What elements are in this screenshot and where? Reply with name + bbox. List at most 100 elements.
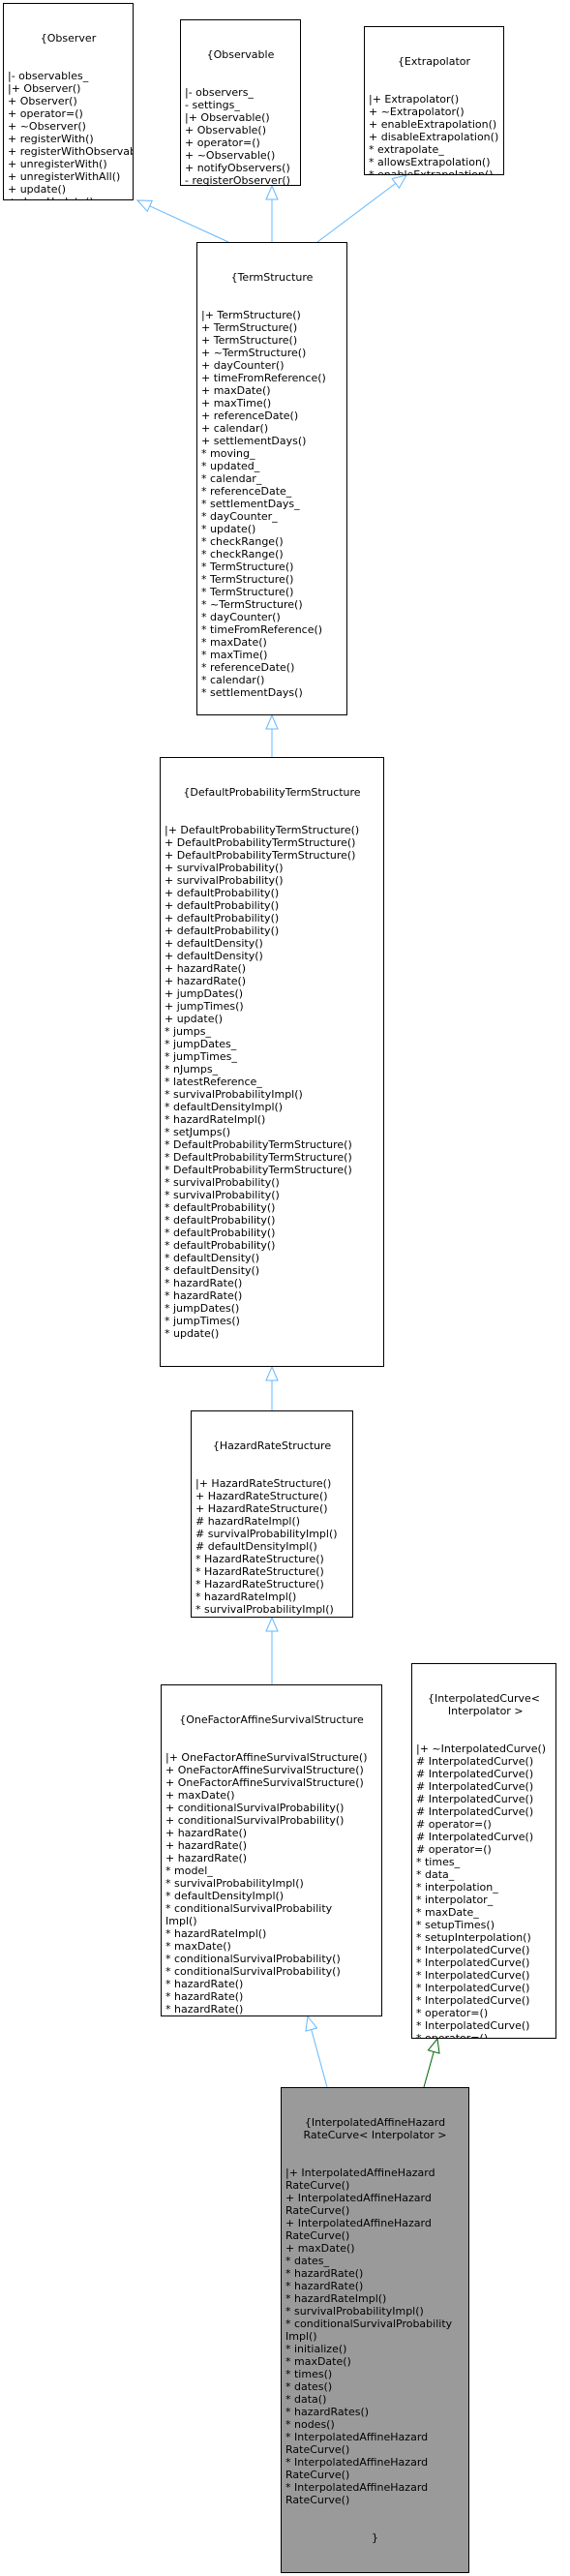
member-line: # InterpolatedCurve()	[416, 1780, 534, 1793]
node-members: |- observers_- settings_|+ Observable()+…	[185, 86, 296, 186]
member-line: * calendar_	[201, 472, 262, 485]
node-members: |+ DefaultProbabilityTermStructure()+ De…	[165, 824, 379, 1352]
member-line: + hazardRate()	[165, 962, 247, 975]
node-title: {Extrapolator	[397, 55, 471, 68]
node-interpolatedcurve[interactable]: {InterpolatedCurve< Interpolator > |+ ~I…	[411, 1663, 556, 2039]
member-line: * InterpolatedCurve()	[416, 1994, 530, 2007]
member-line: + maxDate()	[165, 1789, 235, 1802]
member-line: + DefaultProbabilityTermStructure()	[165, 836, 356, 849]
member-line: * InterpolatedCurve()	[416, 1944, 530, 1956]
node-title: {TermStructure	[230, 271, 314, 284]
member-line: * data()	[285, 2393, 327, 2406]
member-line: + ~Observer()	[8, 120, 86, 133]
member-line: * TermStructure()	[201, 573, 294, 586]
inheritance-arrowhead	[135, 199, 153, 213]
member-line: * DefaultProbabilityTermStructure()	[165, 1164, 352, 1176]
member-line: RateCurve()	[285, 2443, 350, 2456]
member-line: + deepUpdate()	[8, 196, 129, 199]
member-line: + maxDate()	[285, 2242, 355, 2255]
inheritance-arrowhead	[305, 2015, 318, 2032]
node-observer[interactable]: {Observer |- observables_|+ Observer()+ …	[3, 3, 134, 200]
member-line: * initialize()	[285, 2343, 347, 2355]
member-line: * checkRange()	[201, 535, 284, 548]
inheritance-arrowhead	[391, 174, 408, 190]
member-line: # InterpolatedCurve()	[416, 1805, 534, 1818]
member-line: |- observables_	[8, 70, 89, 82]
member-line: + hazardRate()	[165, 975, 247, 987]
member-line: # InterpolatedCurve()	[416, 1793, 534, 1805]
member-line: + jumpTimes()	[165, 1000, 244, 1013]
member-line: * TermStructure()	[201, 561, 294, 573]
member-line: + defaultDensity()	[165, 937, 263, 950]
member-line: + defaultProbability()	[165, 887, 280, 899]
member-line: + DefaultProbabilityTermStructure()	[165, 849, 356, 862]
node-members: |+ OneFactorAffineSurvivalStructure()+ O…	[165, 1751, 377, 2016]
member-line: * update()	[165, 1327, 220, 1340]
inheritance-arrowhead	[265, 184, 279, 200]
node-interpolatedaffinehazardratecurve[interactable]: {InterpolatedAffineHazard RateCurve< Int…	[281, 2087, 469, 2573]
member-line: |+ Observable()	[185, 111, 270, 124]
member-line: + disableExtrapolation()	[369, 131, 499, 143]
member-line	[165, 2015, 377, 2016]
member-line: * settlementDays()	[201, 686, 303, 699]
member-line: + jumpDates()	[165, 987, 244, 1000]
member-line: + unregisterWith()	[8, 158, 107, 170]
member-line: * interpolation_	[416, 1881, 498, 1894]
member-line: * DefaultProbabilityTermStructure()	[165, 1151, 352, 1164]
node-defaultprobabilitytermstructure[interactable]: {DefaultProbabilityTermStructure |+ Defa…	[160, 757, 384, 1367]
member-line: # operator=()	[416, 1843, 492, 1856]
member-line: * operator=()	[416, 2032, 489, 2039]
member-line: + survivalProbability()	[165, 862, 284, 874]
node-title: {InterpolatedCurve< Interpolator >	[427, 1692, 541, 1717]
member-line: + registerWithObservables()	[8, 145, 133, 158]
node-extrapolator[interactable]: {Extrapolator |+ Extrapolator()+ ~Extrap…	[364, 26, 504, 175]
member-line: + operator=()	[8, 107, 83, 120]
node-observable[interactable]: {Observable |- observers_- settings_|+ O…	[180, 19, 301, 186]
member-line: + ~TermStructure()	[201, 347, 307, 359]
member-line: * times_	[416, 1856, 461, 1868]
member-line: + dayCounter()	[201, 359, 285, 372]
member-line: * jumps_	[165, 1025, 211, 1038]
member-line: * conditionalSurvivalProbability	[285, 2318, 453, 2330]
member-line: * operator=()	[416, 2007, 489, 2019]
node-title: {Observable	[206, 48, 275, 61]
member-line: * maxDate_	[416, 1906, 479, 1919]
member-line: * setupTimes()	[416, 1919, 495, 1931]
member-line: + OneFactorAffineSurvivalStructure()	[165, 1764, 364, 1776]
member-line: # defaultDensityImpl()	[195, 1540, 317, 1553]
member-line: - registerObserver()	[185, 174, 290, 186]
member-line: * InterpolatedAffineHazard	[285, 2481, 429, 2494]
member-line: * hazardRate()	[165, 1990, 244, 2003]
member-line: * InterpolatedCurve()	[416, 1969, 530, 1982]
member-line: * referenceDate_	[201, 485, 292, 498]
member-line: + unregisterWithAll()	[8, 170, 121, 183]
member-line: * InterpolatedCurve()	[416, 1956, 530, 1969]
member-line: * enableExtrapolation()	[369, 168, 494, 175]
node-members: |- observables_|+ Observer()+ Observer()…	[8, 70, 133, 199]
member-line: * timeFromReference()	[201, 623, 323, 636]
member-line: * hazardRateImpl()	[165, 1113, 266, 1126]
member-line: |+ TermStructure()	[201, 309, 301, 321]
node-hazardratestructure[interactable]: {HazardRateStructure |+ HazardRateStruct…	[191, 1410, 353, 1618]
inheritance-arrowhead	[427, 2037, 440, 2054]
member-line: * dates_	[285, 2255, 330, 2267]
node-termstructure[interactable]: {TermStructure |+ TermStructure()+ TermS…	[196, 242, 347, 715]
member-line: * hazardRate()	[165, 2003, 244, 2015]
node-close: }	[372, 2531, 378, 2544]
member-line: + hazardRate()	[165, 1827, 248, 1839]
member-line: + ~Observable()	[185, 149, 276, 162]
node-onefactoraffinesurvivalstructure[interactable]: {OneFactorAffineSurvivalStructure |+ One…	[161, 1684, 382, 2016]
member-line: * ~TermStructure()	[201, 598, 303, 611]
member-line: * InterpolatedAffineHazard	[285, 2456, 429, 2469]
member-line: |- observers_	[185, 86, 254, 99]
member-line: Impl()	[285, 2330, 317, 2343]
node-title: {HazardRateStructure	[212, 1440, 332, 1452]
member-line: * maxDate()	[201, 636, 267, 649]
member-line: * hazardRates()	[285, 2406, 370, 2418]
member-line: * InterpolatedCurve()	[416, 1982, 530, 1994]
member-line: * hazardRate()	[285, 2280, 364, 2292]
node-members: |+ HazardRateStructure()+ HazardRateStru…	[195, 1477, 348, 1617]
member-line: + conditionalSurvivalProbability()	[165, 1814, 345, 1827]
member-line: RateCurve()	[285, 2494, 350, 2506]
member-line: + hazardRate()	[165, 1839, 248, 1852]
